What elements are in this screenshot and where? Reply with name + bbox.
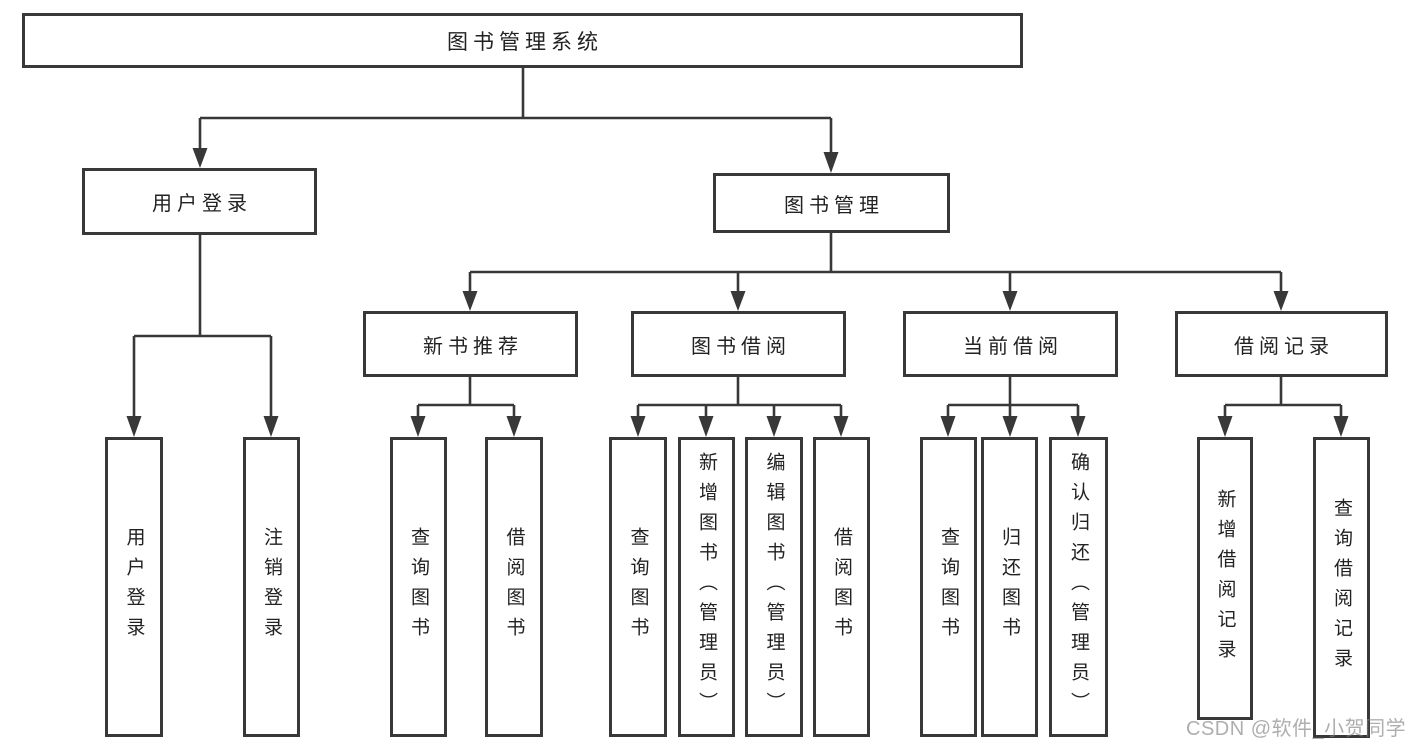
node-book-borrow: 图书借阅: [631, 311, 846, 377]
leaf-query-borrow-record: 查询借阅记录: [1313, 437, 1370, 738]
node-borrow-records: 借阅记录: [1175, 311, 1388, 377]
leaf-add-borrow-record: 新增借阅记录: [1197, 437, 1253, 720]
connector-root-to-level1: [192, 68, 839, 173]
leaf-add-book-admin: 新增图书（管理员）: [678, 437, 735, 737]
connector-current-borrow-children: [940, 377, 1086, 437]
node-current-borrow: 当前借阅: [903, 311, 1118, 377]
leaf-query-book-current: 查询图书: [920, 437, 977, 737]
node-new-book-recommend: 新书推荐: [363, 311, 578, 377]
connector-user-login-children: [126, 235, 279, 437]
node-library-system: 图书管理系统: [22, 13, 1023, 68]
node-user-login: 用户登录: [82, 168, 317, 235]
watermark-text: CSDN @软件_小贺同学: [1186, 718, 1405, 740]
leaf-query-book-borrow: 查询图书: [609, 437, 667, 737]
leaf-query-book-recommend: 查询图书: [390, 437, 447, 737]
connector-borrow-children: [630, 377, 849, 437]
leaf-borrow-book-recommend: 借阅图书: [485, 437, 543, 737]
leaf-return-book: 归还图书: [981, 437, 1038, 737]
leaf-confirm-return-admin: 确认归还（管理员）: [1049, 437, 1108, 737]
leaf-user-login: 用户登录: [105, 437, 163, 737]
leaf-logout: 注销登录: [243, 437, 300, 737]
connector-records-children: [1217, 377, 1349, 437]
leaf-edit-book-admin: 编辑图书（管理员）: [745, 437, 803, 737]
connector-book-management-children: [462, 233, 1289, 311]
connector-recommend-children: [410, 377, 522, 437]
leaf-borrow-book: 借阅图书: [813, 437, 870, 737]
node-book-management: 图书管理: [713, 173, 950, 233]
